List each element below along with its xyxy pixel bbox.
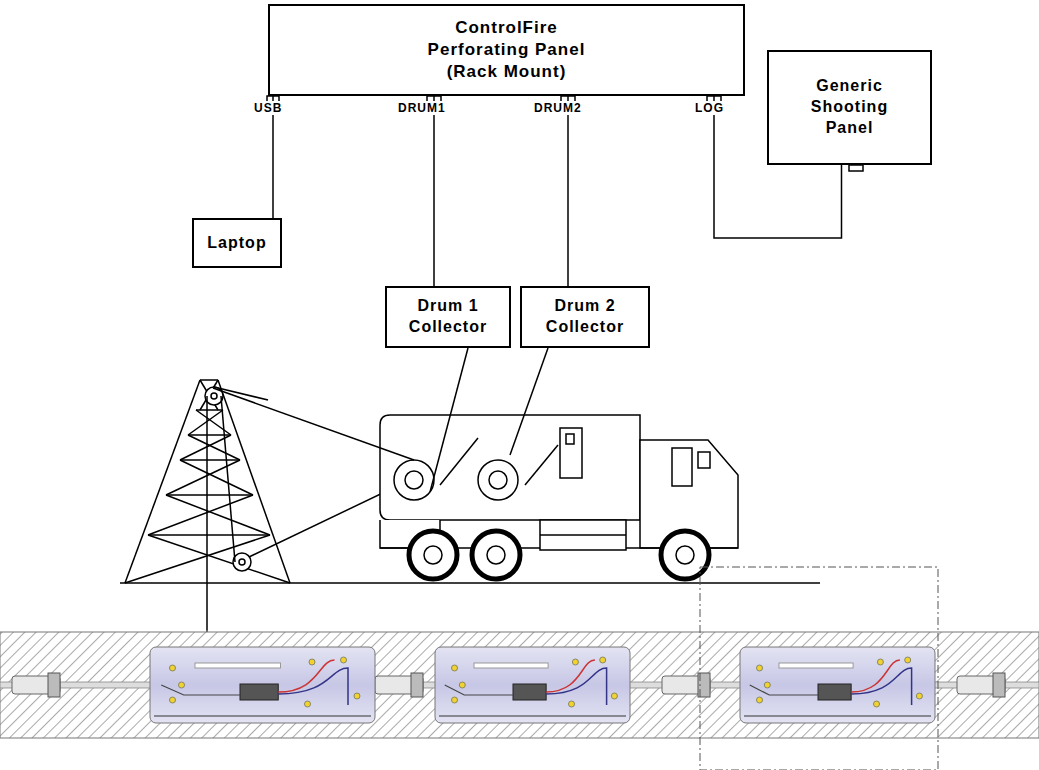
gun-chamber <box>435 647 630 723</box>
terminal <box>611 693 617 699</box>
wire <box>546 660 595 692</box>
wire <box>851 660 900 692</box>
coupler-ring <box>411 673 423 697</box>
charge <box>474 663 548 668</box>
terminal <box>874 701 880 707</box>
charge <box>779 663 853 668</box>
terminal <box>170 697 176 703</box>
terminal <box>309 659 315 665</box>
cable-line <box>433 96 435 286</box>
switch-module <box>240 684 278 700</box>
node-text: Laptop <box>207 233 266 254</box>
terminal <box>179 682 185 688</box>
dimension-line <box>154 716 371 717</box>
device-box: Laptop <box>192 218 282 268</box>
wire <box>750 685 818 695</box>
port-label: USB <box>253 101 283 115</box>
switch-module <box>818 684 851 700</box>
port-label: DRUM2 <box>533 101 583 115</box>
terminal <box>170 665 176 671</box>
terminal <box>452 665 458 671</box>
coupler-ring <box>48 673 60 697</box>
terminal <box>354 693 360 699</box>
panel-box: ControlFire Perforating Panel (Rack Moun… <box>268 4 745 96</box>
node-text: Drum 1 Collector <box>393 296 503 338</box>
gun-chamber <box>740 647 935 723</box>
terminal <box>341 657 347 663</box>
node-text: Generic Shooting Panel <box>791 76 908 138</box>
terminal <box>572 659 578 665</box>
wire <box>851 668 911 705</box>
wire <box>278 668 348 705</box>
gun-chamber <box>150 647 375 723</box>
dimension-line <box>439 716 626 717</box>
device-box: Drum 1 Collector <box>385 286 511 348</box>
terminal <box>916 693 922 699</box>
terminal <box>569 701 575 707</box>
terminal <box>877 659 883 665</box>
terminal <box>305 701 311 707</box>
coupler-ring <box>993 673 1005 697</box>
wire <box>278 660 334 692</box>
terminal <box>764 682 770 688</box>
terminal <box>905 657 911 663</box>
node-text: Drum 2 Collector <box>528 296 642 338</box>
charge <box>195 663 281 668</box>
port-label: LOG <box>694 101 725 115</box>
terminal <box>600 657 606 663</box>
node-text: ControlFire Perforating Panel (Rack Moun… <box>420 17 593 83</box>
cable-line <box>567 96 569 286</box>
wire <box>161 685 240 695</box>
terminal <box>452 697 458 703</box>
terminal <box>757 697 763 703</box>
device-box: Generic Shooting Panel <box>767 50 932 165</box>
wire <box>546 668 606 705</box>
wire <box>445 685 513 695</box>
device-box: Drum 2 Collector <box>520 286 650 348</box>
switch-module <box>513 684 546 700</box>
terminal <box>757 665 763 671</box>
port-label: DRUM1 <box>397 101 447 115</box>
terminal <box>459 682 465 688</box>
dimension-line <box>744 716 931 717</box>
